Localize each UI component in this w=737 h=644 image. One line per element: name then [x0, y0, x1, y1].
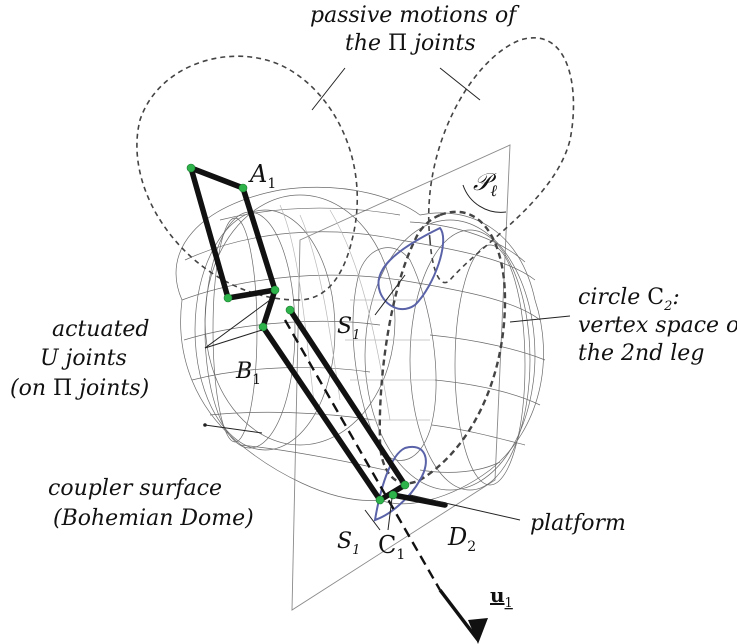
- coupler-label-line2: (Bohemian Dome): [53, 506, 254, 531]
- label-b1: B1: [235, 359, 261, 388]
- passive-motions-label-line1: passive motions of: [310, 3, 520, 28]
- coupler-surface-mesh: [175, 187, 546, 505]
- labels: passive motions of the Π joints A1 𝒫ℓ S1…: [10, 3, 737, 611]
- label-u1: u1: [490, 583, 513, 611]
- platform-label: platform: [530, 511, 626, 536]
- joint-points: [186, 163, 410, 505]
- leader-lines: [203, 67, 571, 531]
- label-a1: A1: [248, 160, 276, 192]
- actuated-label-line1: actuated: [52, 317, 150, 342]
- circle-c2-label-line2: vertex space of: [578, 313, 737, 338]
- actuated-label-line3: (on Π joints): [10, 376, 149, 401]
- label-s1-bottom: S1: [337, 529, 360, 558]
- circle-c2-label-line1: circle C2:: [578, 285, 680, 314]
- label-plane-pl: 𝒫ℓ: [473, 168, 497, 200]
- label-d2: D2: [447, 523, 476, 555]
- label-c1: C1: [378, 531, 405, 563]
- s1-curves: [373, 226, 445, 522]
- plane-angle-mark: [462, 184, 507, 213]
- passive-motions-label-line2: the Π joints: [345, 31, 476, 56]
- kinematic-chain: [188, 165, 448, 508]
- circle-c2-label-line3: the 2nd leg: [578, 341, 704, 366]
- label-s1-top: S1: [337, 314, 360, 343]
- passive-motion-loops: [136, 37, 575, 485]
- axis-u1: [283, 319, 488, 644]
- actuated-label-line2: U joints: [40, 346, 127, 371]
- plane-p-l: [291, 144, 511, 611]
- coupler-label-line1: coupler surface: [48, 476, 222, 501]
